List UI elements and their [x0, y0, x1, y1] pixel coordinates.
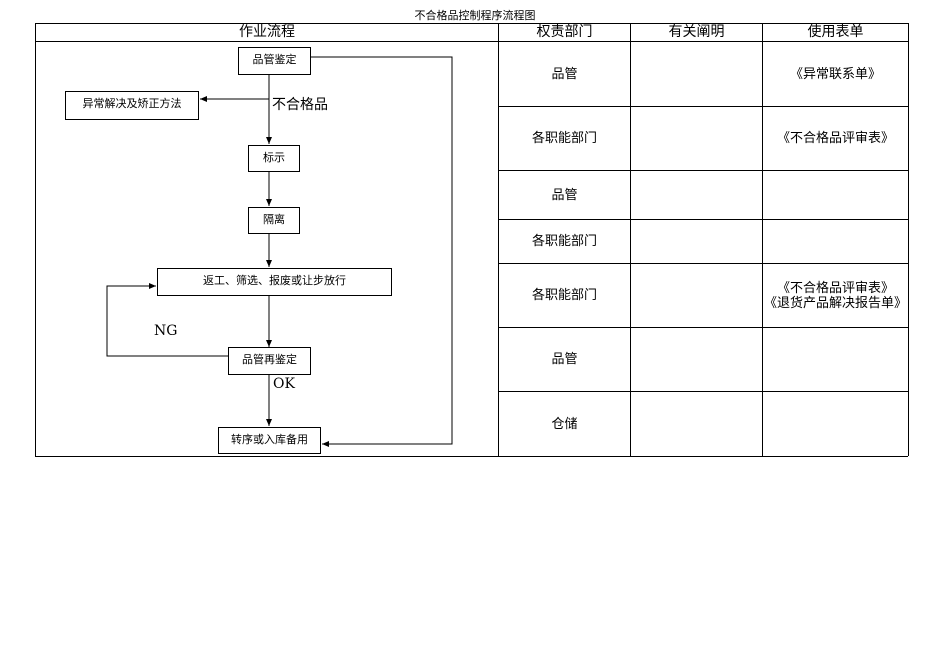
forms-cell: 《异常联系单》: [789, 66, 881, 82]
header-explanation: 有关阐明: [668, 24, 725, 40]
department-cell: 各职能部门: [531, 234, 597, 249]
department-cell: 品管: [551, 66, 578, 82]
flow-box-abnormal-resolution: 异常解决及矫正方法: [65, 91, 199, 120]
department-cell: 各职能部门: [531, 288, 597, 303]
table-bottom-border: [35, 456, 908, 457]
flow-box-disposition: 返工、筛选、报废或让步放行: [157, 268, 392, 296]
table-top-border: [35, 23, 908, 24]
header-department: 权责部门: [536, 24, 593, 40]
row-divider: [498, 263, 908, 264]
label-ng: NG: [154, 323, 178, 339]
table-right-border: [908, 23, 909, 456]
header-divider: [35, 41, 908, 42]
arrow-ng-loop: [106, 283, 228, 357]
department-cell: 仓储: [551, 416, 578, 432]
department-cell: 品管: [551, 352, 578, 367]
row-divider: [498, 106, 908, 107]
column-divider-3: [762, 23, 763, 456]
label-nonconforming: 不合格品: [272, 97, 328, 113]
column-divider-2: [630, 23, 631, 456]
label-ok: OK: [273, 376, 295, 392]
row-divider: [498, 219, 908, 220]
arrow-bypass-to-storage: [311, 56, 453, 447]
header-process: 作业流程: [239, 24, 295, 40]
flow-box-reinspection: 品管再鉴定: [228, 347, 311, 375]
flow-box-isolation: 隔离: [248, 207, 300, 234]
row-divider: [498, 327, 908, 328]
flow-box-quality-inspection: 品管鉴定: [238, 47, 311, 75]
table-left-border: [35, 23, 36, 456]
row-divider: [498, 170, 908, 171]
forms-cell: 《不合格品评审表》 《退货产品解决报告单》: [763, 280, 907, 311]
department-cell: 品管: [551, 187, 578, 203]
row-divider: [498, 391, 908, 392]
document-title: 不合格品控制程序流程图: [414, 9, 536, 22]
flow-box-marking: 标示: [248, 145, 300, 172]
department-cell: 各职能部门: [531, 131, 597, 146]
header-forms: 使用表单: [807, 24, 864, 40]
forms-cell: 《不合格品评审表》: [776, 131, 894, 146]
column-divider-1: [498, 23, 499, 456]
flow-box-transfer-storage: 转序或入库备用: [218, 427, 321, 454]
